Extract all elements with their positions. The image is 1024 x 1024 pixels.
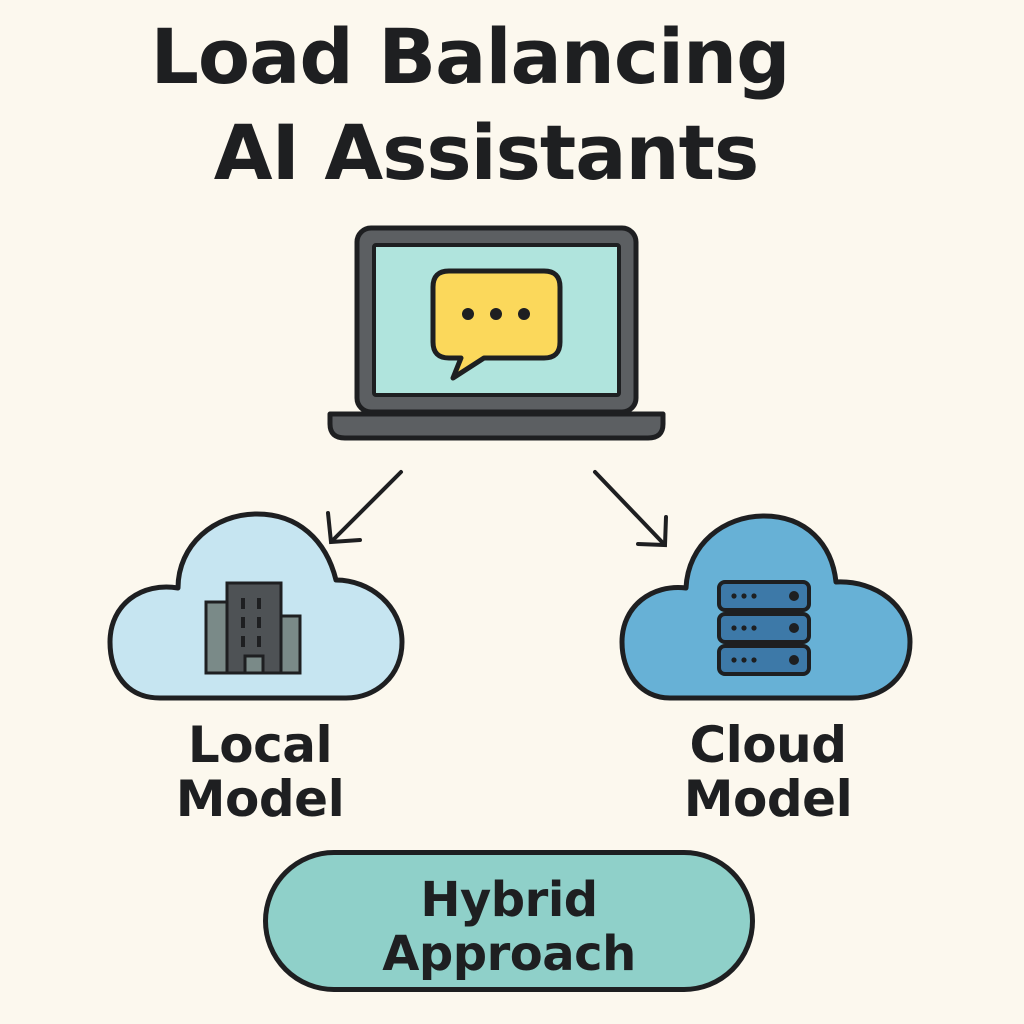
hybrid-approach-pill: Hybrid Approach	[263, 850, 755, 992]
cloud-model-label-line-2: Model	[683, 770, 853, 828]
diagram-title-line-1: Load Balancing	[150, 12, 790, 101]
chat-bubble-icon	[430, 268, 563, 381]
cloud-model-label: Cloud Model	[638, 718, 898, 826]
arrow-to-local-model	[326, 470, 403, 545]
diagram-title-line-2: AI Assistants	[213, 108, 759, 197]
cloud-model-label-line-1: Cloud	[689, 716, 847, 774]
local-model-label: Local Model	[130, 718, 390, 826]
building-icon	[204, 581, 302, 675]
local-model-label-line-1: Local	[187, 716, 333, 774]
server-rack-icon	[717, 580, 811, 676]
local-model-label-line-2: Model	[175, 770, 345, 828]
hybrid-label-line-2: Approach	[382, 926, 636, 982]
arrow-to-cloud-model	[593, 470, 668, 548]
hybrid-label-line-1: Hybrid	[420, 872, 598, 928]
